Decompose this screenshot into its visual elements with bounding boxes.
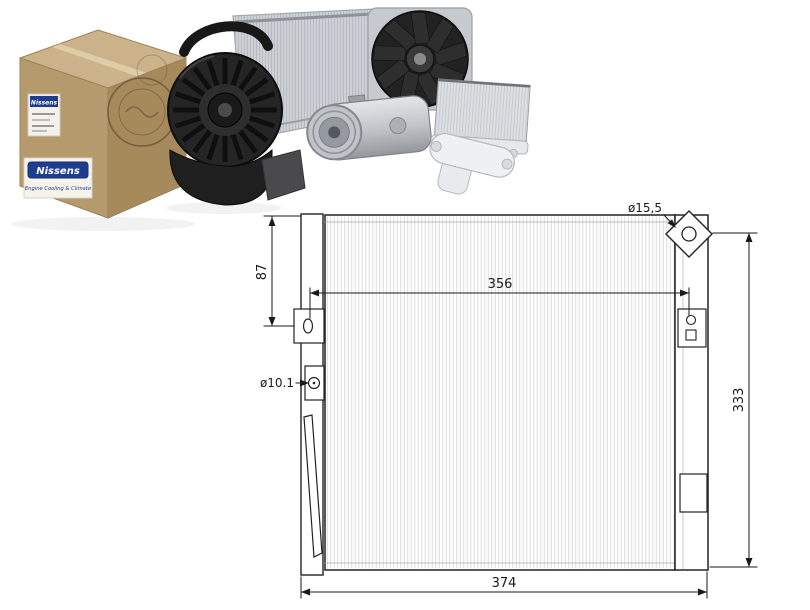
ac-compressor bbox=[306, 94, 432, 161]
condenser-core-fins bbox=[326, 216, 674, 569]
dim-label-height: 333 bbox=[732, 388, 747, 413]
callout-left-fitting bbox=[295, 379, 309, 387]
box-shadow bbox=[11, 217, 195, 231]
dim-label-bottom-width: 374 bbox=[492, 576, 517, 591]
brand-label: Nissens bbox=[36, 166, 80, 177]
left-pipe-assembly bbox=[293, 213, 325, 576]
mounting-bracket-right-lower bbox=[679, 473, 708, 513]
radiator-fan bbox=[367, 7, 473, 111]
header-tank-right bbox=[674, 214, 709, 571]
packaging-box: Nissens Nissens Engine Cooling & Climate bbox=[18, 29, 188, 219]
mounting-bracket-left bbox=[293, 308, 325, 344]
blower-housing bbox=[169, 148, 306, 206]
dimension-height bbox=[709, 232, 758, 568]
callout-top-fitting bbox=[663, 214, 676, 228]
brand-tagline: Engine Cooling & Climate bbox=[25, 186, 91, 192]
drier-pipe bbox=[303, 414, 323, 558]
dimension-top-width bbox=[309, 287, 690, 319]
box-brand-banner: Nissens Engine Cooling & Climate bbox=[23, 157, 93, 199]
receiver-drier bbox=[429, 133, 515, 195]
dim-label-top-width: 356 bbox=[488, 277, 513, 292]
dim-label-left-fitting: ø10.1 bbox=[260, 376, 294, 390]
box-small-label: Nissens bbox=[27, 93, 61, 137]
dimension-bottom-width bbox=[300, 571, 708, 599]
blower-motor bbox=[167, 52, 283, 168]
dim-label-left-offset: 87 bbox=[255, 264, 270, 281]
product-photo-collage: Nissens Nissens Engine Cooling & Climate bbox=[11, 7, 531, 231]
handle-bracket bbox=[179, 21, 273, 57]
part-shadow bbox=[166, 202, 282, 214]
dim-label-top-fitting: ø15,5 bbox=[628, 201, 662, 215]
fan-hub-cap bbox=[414, 53, 426, 65]
condenser-technical-drawing: 356 87 333 374 bbox=[255, 201, 758, 599]
dimension-left-offset bbox=[263, 215, 301, 327]
mounting-bracket-right-upper bbox=[677, 308, 707, 348]
fan-blades bbox=[372, 11, 468, 106]
brand-label-small: Nissens bbox=[31, 100, 58, 107]
